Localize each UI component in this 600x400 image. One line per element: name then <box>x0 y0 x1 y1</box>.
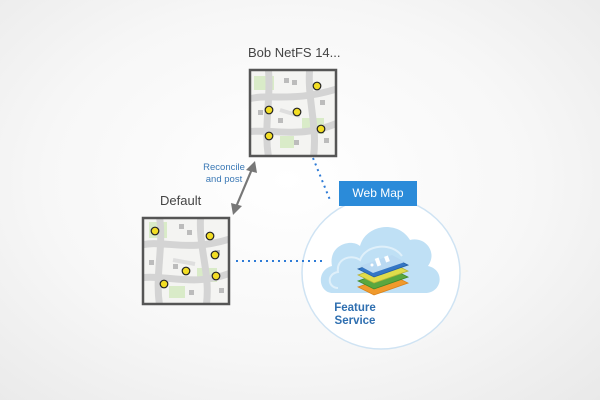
map-thumbnail-icon <box>141 216 231 306</box>
double-arrow-icon <box>231 161 257 215</box>
web-map-box: Web Map <box>339 181 417 206</box>
reconcile-label-line1: Reconcile <box>203 162 245 173</box>
connector-top-map <box>312 157 331 201</box>
feature-service-label: Feature Service <box>322 302 388 328</box>
reconcile-label-line2: and post <box>205 174 243 185</box>
layer-stack-icon <box>356 255 410 296</box>
feature-label-line2: Service <box>334 315 376 327</box>
reconcile-post-label: Reconcile and post <box>194 162 254 186</box>
version-label-top: Bob NetFS 14... <box>248 45 341 60</box>
feature-label-line1: Feature <box>334 302 376 314</box>
map-thumbnail-icon <box>248 68 338 158</box>
version-label-default: Default <box>160 193 202 208</box>
